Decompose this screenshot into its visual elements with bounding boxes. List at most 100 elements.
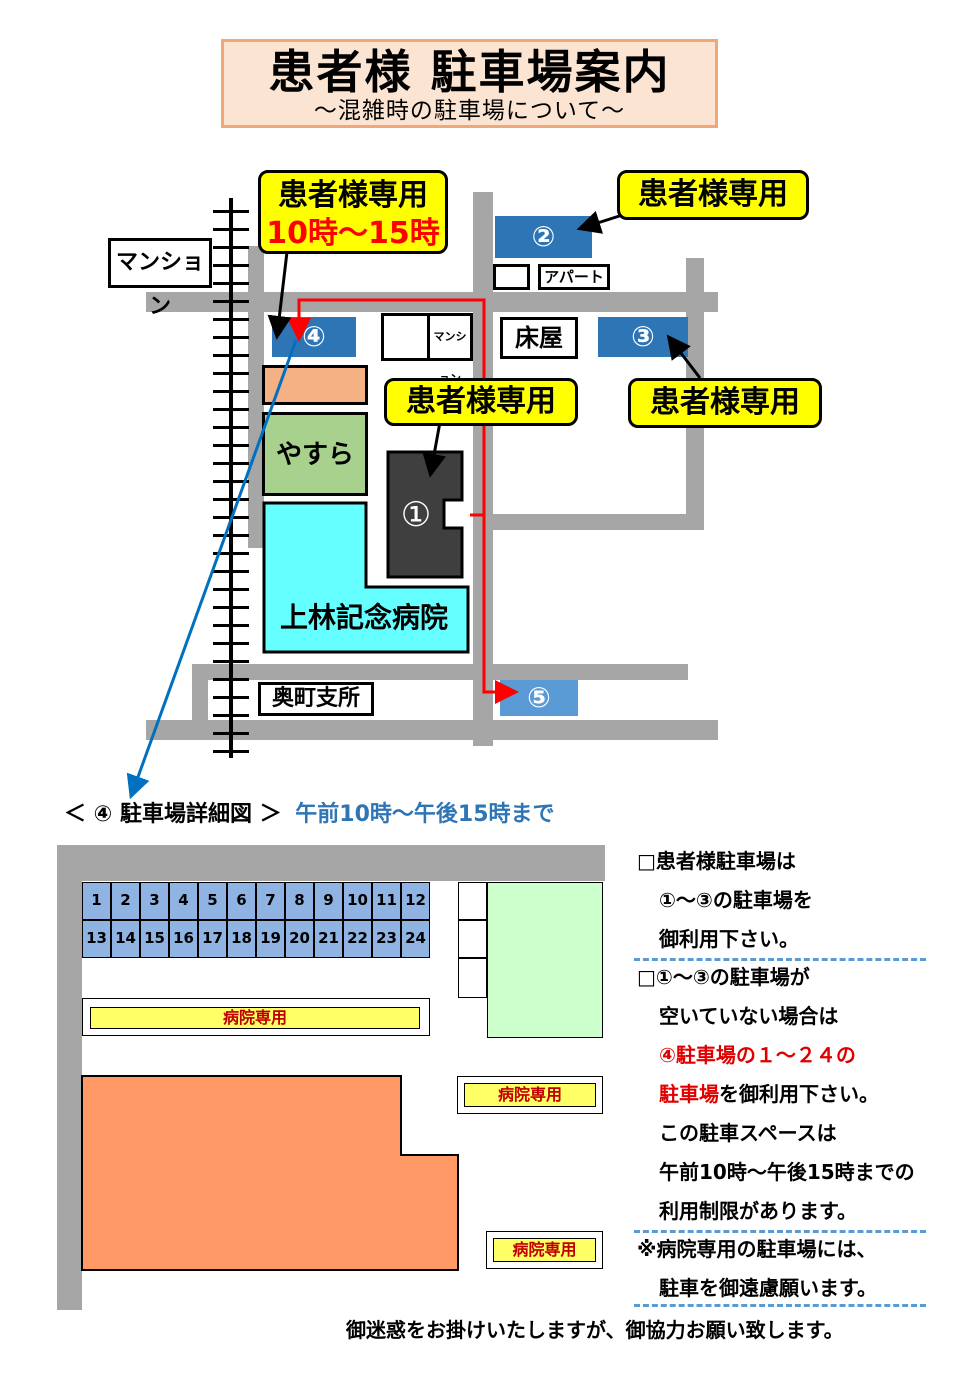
hospital-only-box-2: 病院専用 — [457, 1076, 603, 1114]
parking-space-18: 18 — [227, 920, 256, 958]
parking-space-7: 7 — [256, 882, 285, 920]
callout-top-right-label: 患者様専用 — [638, 177, 788, 212]
parking-space-22: 22 — [343, 920, 372, 958]
parking-lot-1-shape — [386, 450, 464, 579]
callout-middle: 患者様専用 — [384, 378, 578, 426]
railway-tie — [213, 660, 249, 663]
detail-heading-text: ＜ ④ 駐車場詳細図 ＞ — [64, 802, 282, 827]
map-routes — [126, 210, 702, 800]
note-line-7: 駐車場を御利用下さい。 — [637, 1075, 957, 1114]
railway-tie — [213, 228, 249, 231]
branch-office-label: 奥町支所 — [271, 686, 360, 711]
railway-track — [229, 198, 233, 758]
hospital-only-label-2: 病院専用 — [464, 1083, 596, 1107]
small-cell-2 — [458, 920, 487, 958]
mansion-left-label: マンション — [115, 250, 204, 319]
detail-road-top — [57, 845, 605, 881]
note-line-12: 駐車を御遠慮願います。 — [659, 1276, 877, 1300]
road-horizontal-top — [146, 292, 718, 312]
parking-space-6: 6 — [227, 882, 256, 920]
railway-tie — [213, 642, 249, 645]
railway-tie — [213, 570, 249, 573]
road-vertical-lower-left — [192, 664, 208, 730]
notes-divider-3 — [634, 1304, 926, 1307]
parking-lot-2-label: ② — [531, 220, 556, 253]
branch-office-building: 奥町支所 — [258, 682, 374, 716]
notes-divider-1 — [634, 958, 926, 961]
notes-block-2: □①～③の駐車場が 空いていない場合は ④駐車場の１～２４の 駐車場を御利用下さ… — [637, 958, 957, 1231]
railway-tie — [213, 300, 249, 303]
callout-top-right: 患者様専用 — [617, 170, 809, 220]
railway-tie — [213, 588, 249, 591]
parking-lot-3-label: ③ — [631, 320, 655, 353]
parking-space-11: 11 — [372, 882, 401, 920]
small-house-building — [493, 264, 530, 290]
railway-tie — [213, 678, 249, 681]
parking-space-24: 24 — [401, 920, 430, 958]
railway-tie — [213, 732, 249, 735]
notes-block-1: □患者様駐車場は ①～③の駐車場を 御利用下さい。 — [637, 842, 937, 959]
railway-tie — [213, 498, 249, 501]
small-cell-3 — [458, 958, 487, 998]
parking-space-1: 1 — [82, 882, 111, 920]
railway-tie — [213, 696, 249, 699]
note-line-7-red: 駐車場 — [659, 1082, 719, 1106]
footer-message: 御迷惑をお掛けいたしますが、御協力お願い致します。 — [346, 1318, 844, 1342]
railway-tie — [213, 750, 249, 753]
railway-tie — [213, 372, 249, 375]
callout-top-left-line1: 患者様専用 — [278, 178, 428, 213]
note-line-7-rest: を御利用下さい。 — [719, 1082, 879, 1106]
parking-space-23: 23 — [372, 920, 401, 958]
note-line-10: 利用制限があります。 — [659, 1199, 857, 1223]
parking-lot-1-label: ① — [400, 495, 432, 535]
title-banner: 患者様 駐車場案内 ～混雑時の駐車場について～ — [221, 39, 718, 128]
small-cell-1 — [458, 882, 487, 920]
page-subtitle: ～混雑時の駐車場について～ — [313, 98, 626, 124]
detail-heading: ＜ ④ 駐車場詳細図 ＞ 午前10時～午後15時まで — [64, 796, 764, 828]
parking-space-20: 20 — [285, 920, 314, 958]
parking-lot-2: ② — [495, 216, 592, 258]
callout-top-left: 患者様専用 10時～15時 — [258, 170, 448, 254]
detail-road-left — [57, 845, 82, 1310]
road-horizontal-middle — [493, 514, 704, 530]
hospital-only-label-3: 病院専用 — [493, 1238, 596, 1262]
note-line-11: ※病院専用の駐車場には、 — [637, 1237, 877, 1261]
railway-tie — [213, 444, 249, 447]
mansion-left-building: マンション — [108, 238, 212, 319]
railway-tie — [213, 606, 249, 609]
railway-tie — [213, 354, 249, 357]
apart-building: アパート — [538, 264, 610, 290]
parking-space-21: 21 — [314, 920, 343, 958]
note-line-2: ①～③の駐車場を — [659, 888, 813, 912]
callout-right: 患者様専用 — [628, 378, 822, 428]
parking-space-13: 13 — [82, 920, 111, 958]
apart-label: アパート — [544, 268, 604, 286]
railway-tie — [213, 462, 249, 465]
parking-space-4: 4 — [169, 882, 198, 920]
road-horizontal-bottom — [146, 720, 718, 740]
parking-space-3: 3 — [140, 882, 169, 920]
hospital-only-label-1: 病院専用 — [90, 1007, 420, 1029]
mansion-small-divider — [427, 316, 430, 358]
note-line-8: この駐車スペースは — [659, 1121, 837, 1145]
railway-tie — [213, 210, 249, 213]
railway-tie — [213, 552, 249, 555]
parking-space-10: 10 — [343, 882, 372, 920]
arrow-callout-middle — [422, 421, 446, 478]
railway-tie — [213, 624, 249, 627]
parking-space-12: 12 — [401, 882, 430, 920]
green-building — [487, 882, 603, 1038]
hospital-label: 上林記念病院 — [280, 601, 449, 634]
road-horizontal-lower — [192, 664, 688, 680]
route-to-lot-5 — [482, 515, 519, 704]
railway-tie — [213, 318, 249, 321]
note-line-5: 空いていない場合は — [659, 1004, 839, 1028]
parking-space-9: 9 — [314, 882, 343, 920]
hospital-only-box-3: 病院専用 — [486, 1231, 603, 1269]
page-title: 患者様 駐車場案内 — [268, 45, 671, 99]
parking-lot-5-label: ⑤ — [527, 681, 551, 714]
note-line-6: ④駐車場の１～２４の — [659, 1043, 856, 1067]
notes-block-3: ※病院専用の駐車場には、 駐車を御遠慮願います。 — [637, 1230, 957, 1308]
